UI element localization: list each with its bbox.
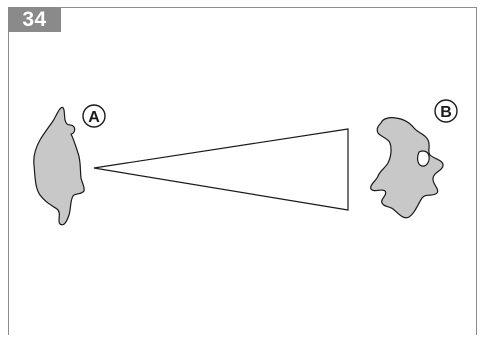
view-cone	[93, 128, 349, 211]
label-a-circle	[82, 104, 106, 128]
figure-frame	[8, 7, 477, 335]
animal-b-icon	[370, 117, 444, 219]
animal-a-icon	[33, 106, 85, 226]
label-b-circle	[434, 99, 458, 123]
label-a: A	[88, 109, 100, 126]
label-b: B	[440, 104, 452, 121]
page-number-badge: 34	[8, 7, 61, 32]
